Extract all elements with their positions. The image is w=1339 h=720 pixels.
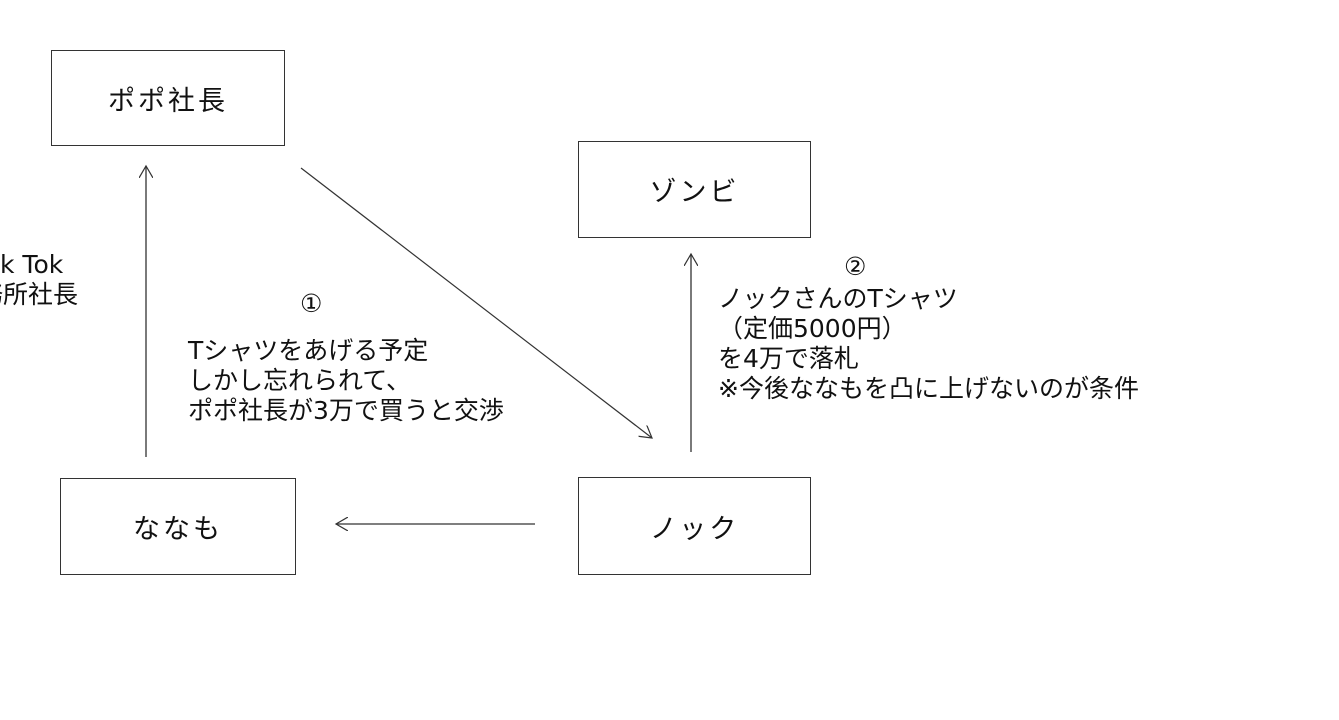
arrow-popo-to-knock: [300, 167, 652, 438]
left-label-line: 務所社長: [0, 280, 79, 309]
note2-line: ※今後ななもを凸に上げないのが条件: [718, 374, 1139, 403]
note1-line: ポポ社長が3万で買うと交渉: [188, 396, 504, 425]
note1-line: しかし忘れられて、: [188, 366, 412, 395]
note2-number: ②: [844, 252, 867, 281]
note2-line: （定価5000円）: [718, 314, 907, 343]
note1: Tシャツをあげる予定 しかし忘れられて、 ポポ社長が3万で買うと交渉: [188, 336, 504, 426]
note1-number: ①: [300, 289, 323, 318]
note2-line: を4万で落札: [718, 344, 859, 373]
note1-line: Tシャツをあげる予定: [188, 336, 429, 365]
note2: ノックさんのTシャツ （定価5000円） を4万で落札 ※今後ななもを凸に上げな…: [718, 284, 1139, 404]
node-knock: ノック: [578, 477, 811, 575]
note2-line: ノックさんのTシャツ: [718, 284, 958, 313]
node-popo: ポポ社長: [51, 50, 285, 146]
node-zombie: ゾンビ: [578, 141, 811, 238]
node-nanamo: ななも: [60, 478, 296, 575]
left-label-line: k Tok: [0, 250, 64, 279]
left-label: k Tok 務所社長: [0, 250, 78, 310]
